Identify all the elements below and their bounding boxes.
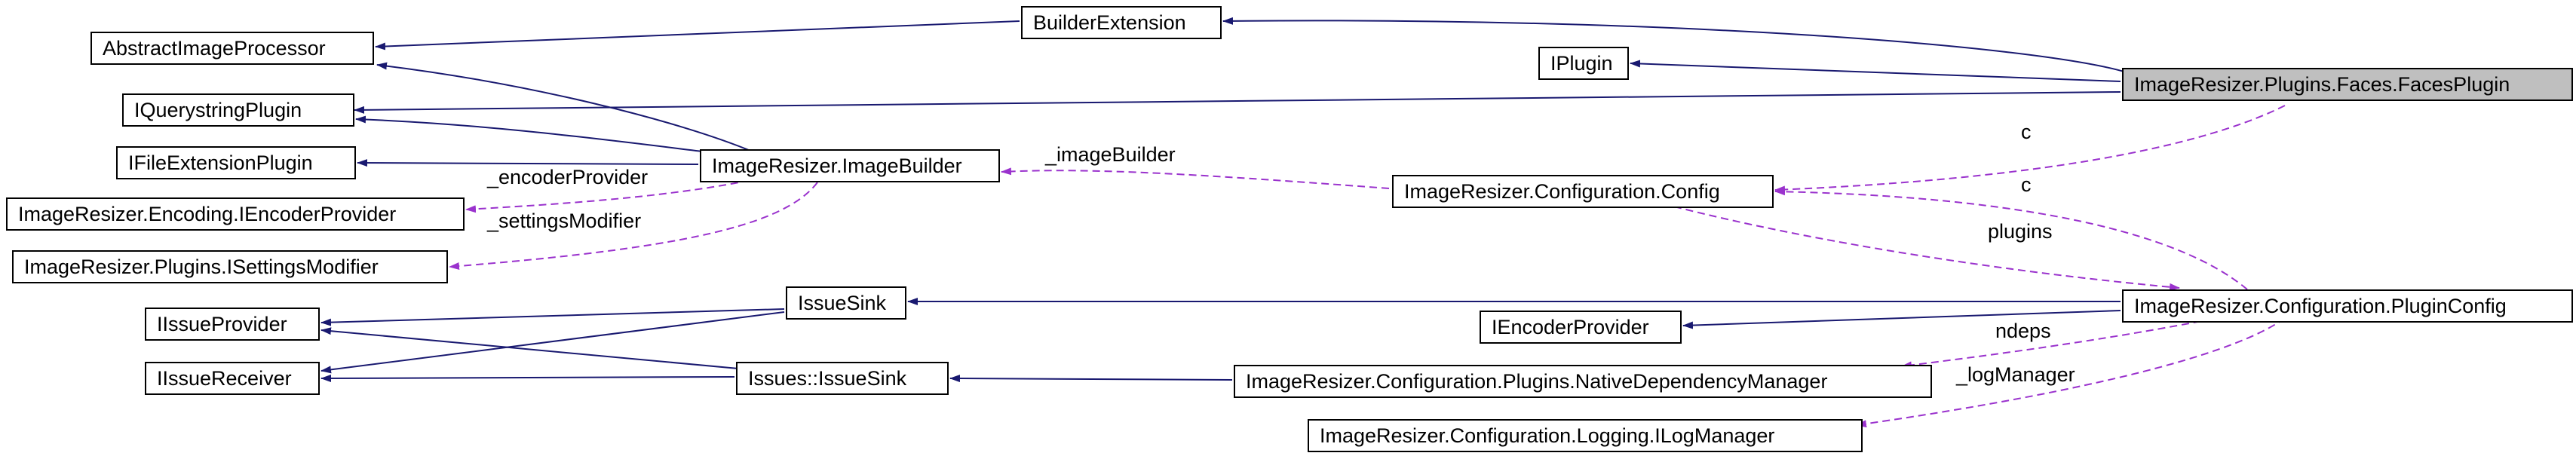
node-issue-sink[interactable]: IssueSink — [786, 286, 906, 320]
node-iissue-provider[interactable]: IIssueProvider — [145, 308, 320, 341]
node-image-builder[interactable]: ImageResizer.ImageBuilder — [700, 149, 1000, 182]
edge-imagebuilder-ifileextensionplugin — [357, 159, 699, 167]
edge-imagebuilder-iquerystringplugin — [355, 115, 710, 153]
node-encoding-iencoder-provider[interactable]: ImageResizer.Encoding.IEncoderProvider — [6, 197, 465, 231]
edge-usage-config-imagebuilder — [1001, 167, 1390, 189]
node-isettings-modifier[interactable]: ImageResizer.Plugins.ISettingsModifier — [12, 250, 448, 283]
edge-usage-facesplugin-config — [1774, 105, 2286, 194]
edge-facesplugin-iquerystringplugin — [354, 91, 2121, 114]
edge-usage-pluginconfig-nativedependencymanager — [1901, 316, 2225, 369]
node-plugin-config[interactable]: ImageResizer.Configuration.PluginConfig — [2122, 289, 2573, 323]
node-native-dependency-manager[interactable]: ImageResizer.Configuration.Plugins.Nativ… — [1234, 365, 1932, 398]
edge-pluginconfig-iencoderprovider — [1682, 310, 2121, 329]
edge-usage-imagebuilder-encoderprovider — [465, 177, 762, 213]
edge-usage-pluginconfig-logmanager — [1856, 317, 2286, 428]
edge-issues-issuesink-iissuereceiver — [320, 374, 735, 382]
edge-imagebuilder-abstractimageprocessor — [376, 62, 755, 153]
edge-label-encoder-provider: _encoderProvider — [487, 166, 649, 188]
edge-label-ndeps: ndeps — [1995, 320, 2051, 342]
node-abstract-image-processor[interactable]: AbstractImageProcessor — [90, 32, 374, 65]
edge-issuesink-iissuereceiver — [320, 311, 785, 374]
edge-label-c-faces: c — [2021, 121, 2032, 143]
node-issues-issue-sink[interactable]: Issues::IssueSink — [736, 362, 949, 395]
node-iplugin[interactable]: IPlugin — [1538, 47, 1629, 80]
edge-label-settings-modifier: _settingsModifier — [487, 210, 642, 232]
node-iquerystring-plugin[interactable]: IQuerystringPlugin — [122, 93, 354, 127]
edge-issues-issuesink-iissueprovider — [320, 327, 747, 370]
edge-nativedependencymanager-issuessink — [949, 375, 1233, 383]
node-faces-plugin[interactable]: ImageResizer.Plugins.Faces.FacesPlugin — [2122, 68, 2573, 101]
node-iencoder-provider[interactable]: IEncoderProvider — [1480, 311, 1682, 344]
edge-usage-imagebuilder-settingsmodifier — [449, 182, 818, 270]
node-config[interactable]: ImageResizer.Configuration.Config — [1392, 175, 1774, 208]
edge-label-plugins: plugins — [1988, 220, 2053, 243]
node-iissue-receiver[interactable]: IIssueReceiver — [145, 362, 320, 395]
edge-issuesink-iissueprovider — [320, 308, 785, 326]
node-builder-extension[interactable]: BuilderExtension — [1021, 6, 1222, 39]
node-ifile-extension-plugin[interactable]: IFileExtensionPlugin — [116, 146, 356, 179]
edge-facesplugin-iplugin — [1630, 60, 2121, 82]
edge-label-image-builder: _imageBuilder — [1045, 143, 1176, 166]
edge-usage-config-pluginconfig — [1673, 206, 2180, 291]
edge-label-c-plugin: c — [2021, 173, 2032, 196]
edge-label-log-manager: _logManager — [1956, 363, 2075, 386]
edge-facesplugin-builderextension — [1222, 17, 2127, 73]
edge-builderextension-abstractimageprocessor — [375, 20, 1020, 50]
edge-usage-pluginconfig-config — [1774, 188, 2248, 290]
node-ilog-manager[interactable]: ImageResizer.Configuration.Logging.ILogM… — [1308, 419, 1863, 452]
